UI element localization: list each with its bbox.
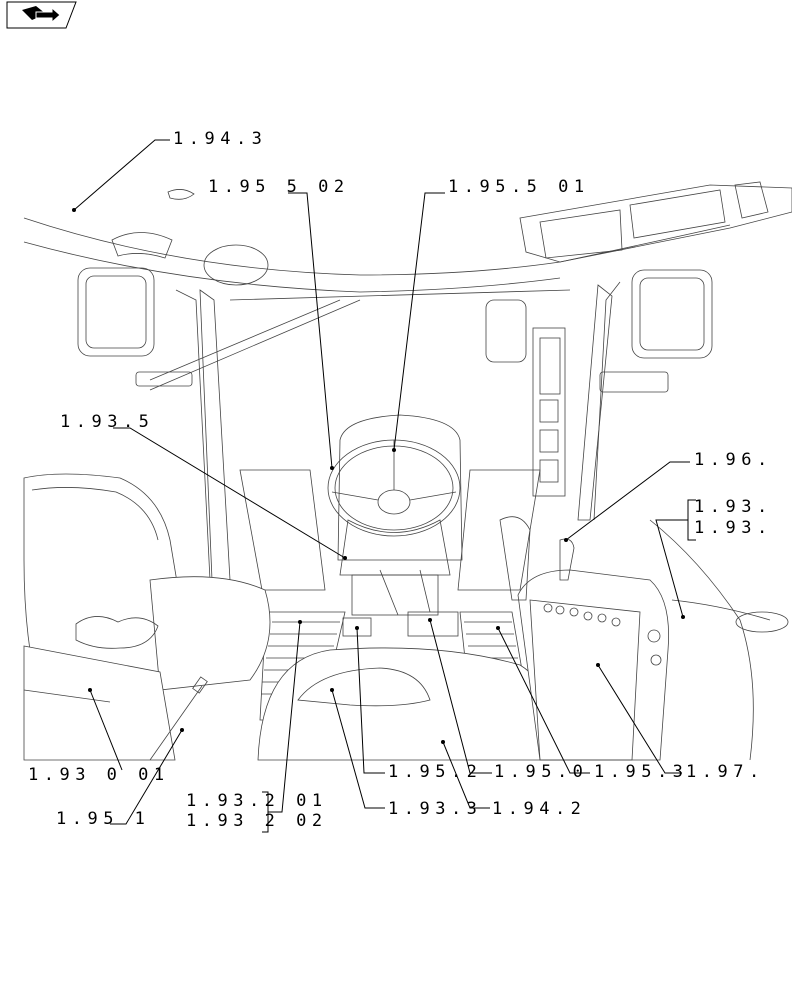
callout-1-96[interactable]: 1.96. [694, 450, 773, 470]
callout-1-95-5-02[interactable]: 1.95 5 02 [208, 177, 350, 197]
callout-1-94-3[interactable]: 1.94.3 [173, 129, 267, 149]
callout-1-93-5[interactable]: 1.93.5 [60, 412, 154, 432]
callout-1-95-5-01[interactable]: 1.95.5 01 [448, 177, 590, 197]
callout-1-93-0-01[interactable]: 1.93 0 01 [28, 765, 170, 785]
callout-1-95-3[interactable]: 1.95.3 [594, 762, 688, 782]
callout-labels: 1.94.3 1.95 5 02 1.95.5 01 1.93.5 1.96. … [28, 129, 773, 831]
callout-1-94-2[interactable]: 1.94.2 [492, 799, 586, 819]
nav-book-button[interactable] [6, 1, 77, 29]
callout-1-93-2-02[interactable]: 1.93 2 02 [186, 811, 328, 831]
callout-1-93-3[interactable]: 1.93.3 [388, 799, 482, 819]
book-arrow-icon [22, 6, 61, 24]
callout-1-97[interactable]: 1.97. [686, 762, 765, 782]
callout-1-93-a[interactable]: 1.93. [694, 497, 773, 517]
callout-1-95-2[interactable]: 1.95.2 [388, 762, 482, 782]
callout-1-93-2-01[interactable]: 1.93.2 01 [186, 791, 328, 811]
callout-1-95-0[interactable]: 1.95.0 [494, 762, 588, 782]
leader-lines [72, 139, 696, 833]
callout-1-93-b[interactable]: 1.93. [694, 518, 773, 538]
callout-1-95-1[interactable]: 1.95 1 [56, 809, 150, 829]
cab-artwork [23, 181, 792, 761]
